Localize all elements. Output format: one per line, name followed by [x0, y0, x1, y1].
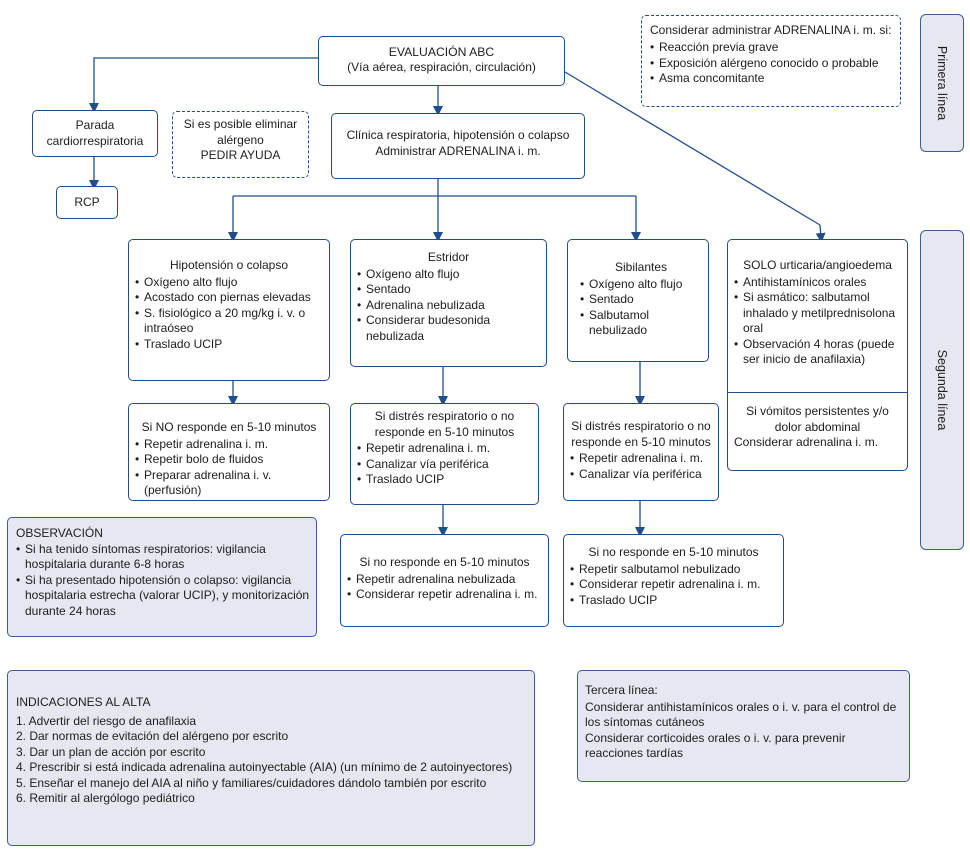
list-item: 6. Remitir al alergólogo pediátrico — [16, 791, 195, 805]
list-item: Repetir bolo de fluidos — [135, 452, 323, 468]
sibilantes-box: Sibilantes Oxígeno alto flujo Sentado Sa… — [567, 239, 709, 362]
distres-sibilantes-box: Si distrés respiratorio o no responde en… — [563, 403, 719, 501]
distres-estridor-list: Repetir adrenalina i. m. Canalizar vía p… — [357, 441, 532, 488]
observacion-box: OBSERVACIÓN Si ha tenido síntomas respir… — [7, 517, 317, 637]
list-item: Reacción previa grave — [650, 40, 892, 56]
list-item: Traslado UCIP — [570, 593, 777, 609]
list-item: Canalizar vía periférica — [357, 457, 532, 473]
list-item: 4. Prescribir si está indicada adrenalin… — [16, 760, 513, 774]
list-item: Observación 4 horas (puede ser inicio de… — [734, 337, 901, 368]
distres-sibilantes-list: Repetir adrenalina i. m. Canalizar vía p… — [570, 451, 712, 482]
list-item: S. fisiológico a 20 mg/kg i. v. o intraó… — [135, 306, 323, 337]
list-item: Oxígeno alto flujo — [135, 275, 323, 291]
urticaria-box: SOLO urticaria/angioedema Antihistamínic… — [727, 239, 908, 471]
list-item: Repetir salbutamol nebulizado — [570, 562, 777, 578]
list-item: Sentado — [357, 282, 540, 298]
list-item: Traslado UCIP — [357, 472, 532, 488]
clinica-box: Clínica respiratoria, hipotensión o cola… — [331, 113, 585, 179]
considerar-box: Considerar administrar ADRENALINA i. m. … — [641, 15, 901, 107]
list-item: Sentado — [580, 292, 702, 308]
list-item: Traslado UCIP — [135, 337, 323, 353]
list-item: 5. Enseñar el manejo del AIA al niño y f… — [16, 775, 487, 790]
list-item: Preparar adrenalina i. v. (perfusión) — [135, 468, 323, 499]
list-item: Repetir adrenalina nebulizada — [347, 572, 542, 588]
estridor-list: Oxígeno alto flujo Sentado Adrenalina ne… — [357, 267, 540, 345]
urticaria-title: SOLO urticaria/angioedema — [743, 258, 892, 272]
distres-estridor-box: Si distrés respiratorio o no responde en… — [350, 403, 539, 505]
tercera-item: Considerar antihistamínicos orales o i. … — [585, 699, 897, 730]
no-responde-estridor-list: Repetir adrenalina nebulizada Considerar… — [347, 572, 542, 603]
observacion-title: OBSERVACIÓN — [16, 526, 103, 540]
estridor-box: Estridor Oxígeno alto flujo Sentado Adre… — [350, 239, 547, 367]
urticaria-list: Antihistamínicos orales Si asmático: sal… — [734, 275, 901, 368]
primera-linea-label: Primera línea — [920, 14, 964, 152]
abc-title: EVALUACIÓN ABC — [388, 45, 495, 59]
vomitos-title: Si vómitos persistentes y/o dolor abdomi… — [746, 404, 889, 434]
observacion-list: Si ha tenido síntomas respiratorios: vig… — [16, 542, 310, 620]
abc-box: EVALUACIÓN ABC (Vía aérea, respiración, … — [318, 36, 565, 86]
urticaria-divider — [728, 392, 907, 393]
tercera-linea-box: Tercera línea: Considerar antihistamínic… — [577, 670, 910, 782]
no-responde-sibilantes-box: Si no responde en 5-10 minutos Repetir s… — [563, 534, 784, 627]
list-item: Si ha tenido síntomas respiratorios: vig… — [16, 542, 310, 573]
list-item: Oxígeno alto flujo — [357, 267, 540, 283]
list-item: 3. Dar un plan de acción por escrito — [16, 744, 206, 759]
parada-box: Parada cardiorrespiratoria — [32, 110, 158, 157]
tercera-title: Tercera línea: — [585, 683, 658, 697]
eliminar-alergeno-box: Si es posible eliminar alérgeno PEDIR AY… — [172, 111, 309, 178]
tercera-item: Considerar corticoides orales o i. v. pa… — [585, 730, 846, 761]
arrow-abc-to-parada — [89, 57, 318, 113]
list-item: Considerar repetir adrenalina i. m. — [570, 577, 777, 593]
list-item: Considerar repetir adrenalina i. m. — [347, 587, 542, 603]
abc-subtitle: (Vía aérea, respiración, circulación) — [347, 60, 536, 74]
list-item: 2. Dar normas de evitación del alérgeno … — [16, 729, 289, 743]
list-item: Canalizar vía periférica — [570, 467, 712, 483]
sibilantes-title: Sibilantes — [614, 260, 668, 274]
list-item: 1. Advertir del riesgo de anafilaxia — [16, 713, 197, 728]
list-item: Si asmático: salbutamol inhalado y metil… — [734, 290, 901, 337]
considerar-list: Reacción previa grave Exposición alérgen… — [650, 40, 892, 87]
list-item: Antihistamínicos orales — [734, 275, 901, 291]
hipotension-list: Oxígeno alto flujo Acostado con piernas … — [135, 275, 323, 353]
considerar-title: Considerar administrar ADRENALINA i. m. … — [650, 23, 892, 37]
list-item: Salbutamol nebulizado — [580, 308, 667, 339]
alta-list: 1. Advertir del riesgo de anafilaxia 2. … — [16, 714, 528, 807]
alta-title: INDICACIONES AL ALTA — [16, 695, 151, 709]
list-item: Asma concomitante — [650, 71, 892, 87]
segunda-linea-label: Segunda línea — [920, 230, 964, 550]
no-responde-estridor-box: Si no responde en 5-10 minutos Repetir a… — [340, 534, 549, 627]
sibilantes-list: Oxígeno alto flujo Sentado Salbutamol ne… — [580, 277, 702, 339]
list-item: Repetir adrenalina i. m. — [135, 437, 323, 453]
list-item: Considerar budesonida nebulizada — [357, 313, 540, 344]
list-item: Oxígeno alto flujo — [580, 277, 702, 293]
rcp-box: RCP — [56, 186, 118, 219]
estridor-title: Estridor — [427, 250, 470, 264]
no-responde-hipotension-list: Repetir adrenalina i. m. Repetir bolo de… — [135, 437, 323, 499]
hipotension-box: Hipotensión o colapso Oxígeno alto flujo… — [128, 239, 330, 381]
no-responde-sibilantes-list: Repetir salbutamol nebulizado Considerar… — [570, 562, 777, 609]
vomitos-text: Considerar adrenalina i. m. — [734, 435, 879, 449]
list-item: Adrenalina nebulizada — [357, 298, 540, 314]
hipotension-title: Hipotensión o colapso — [169, 258, 289, 272]
list-item: Exposición alérgeno conocido o probable — [650, 56, 892, 72]
no-responde-hipotension-box: Si NO responde en 5-10 minutos Repetir a… — [128, 403, 330, 501]
list-item: Si ha presentado hipotensión o colapso: … — [16, 573, 310, 620]
indicaciones-alta-box: INDICACIONES AL ALTA 1. Advertir del rie… — [7, 670, 535, 846]
list-item: Repetir adrenalina i. m. — [570, 451, 712, 467]
list-item: Repetir adrenalina i. m. — [357, 441, 532, 457]
list-item: Acostado con piernas elevadas — [135, 290, 323, 306]
